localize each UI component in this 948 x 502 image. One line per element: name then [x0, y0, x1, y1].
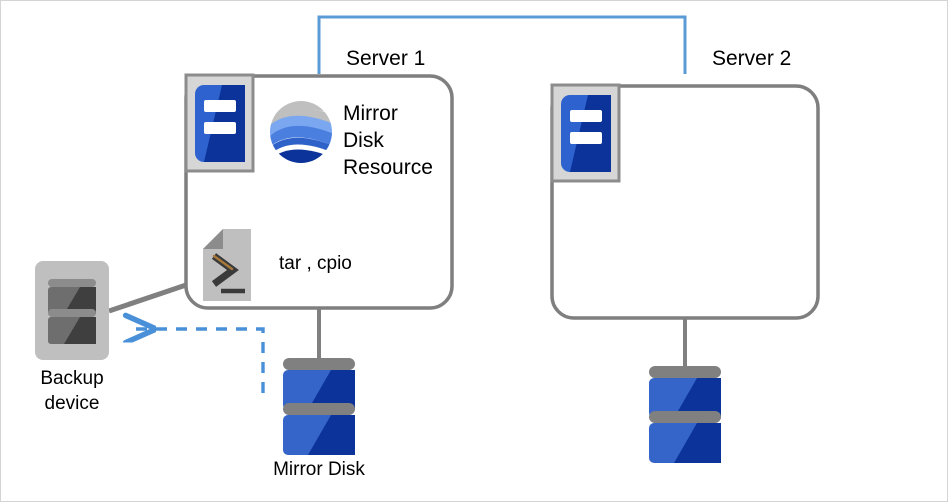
mirror-disk-resource-label: Mirror Disk Resource	[343, 102, 433, 179]
connection-disk-to-backup	[129, 329, 265, 393]
connection-server1-to-backup	[108, 281, 190, 314]
server-2-label: Server 2	[712, 47, 792, 70]
disk-stack-icon	[649, 366, 721, 463]
backup-device-icon	[35, 261, 109, 360]
server-icon	[550, 83, 621, 183]
mirror-disk-label: Mirror Disk	[273, 459, 365, 480]
server-1-label: Server 1	[346, 47, 426, 70]
disk-stack-icon	[283, 358, 355, 455]
backup-device-label: Backup device	[40, 368, 104, 414]
tar-cpio-label: tar , cpio	[279, 253, 352, 274]
server-icon	[184, 73, 255, 173]
script-terminal-icon	[203, 229, 251, 301]
connection-interconnect	[317, 15, 687, 74]
mirror-disk-resource-icon	[270, 101, 332, 163]
